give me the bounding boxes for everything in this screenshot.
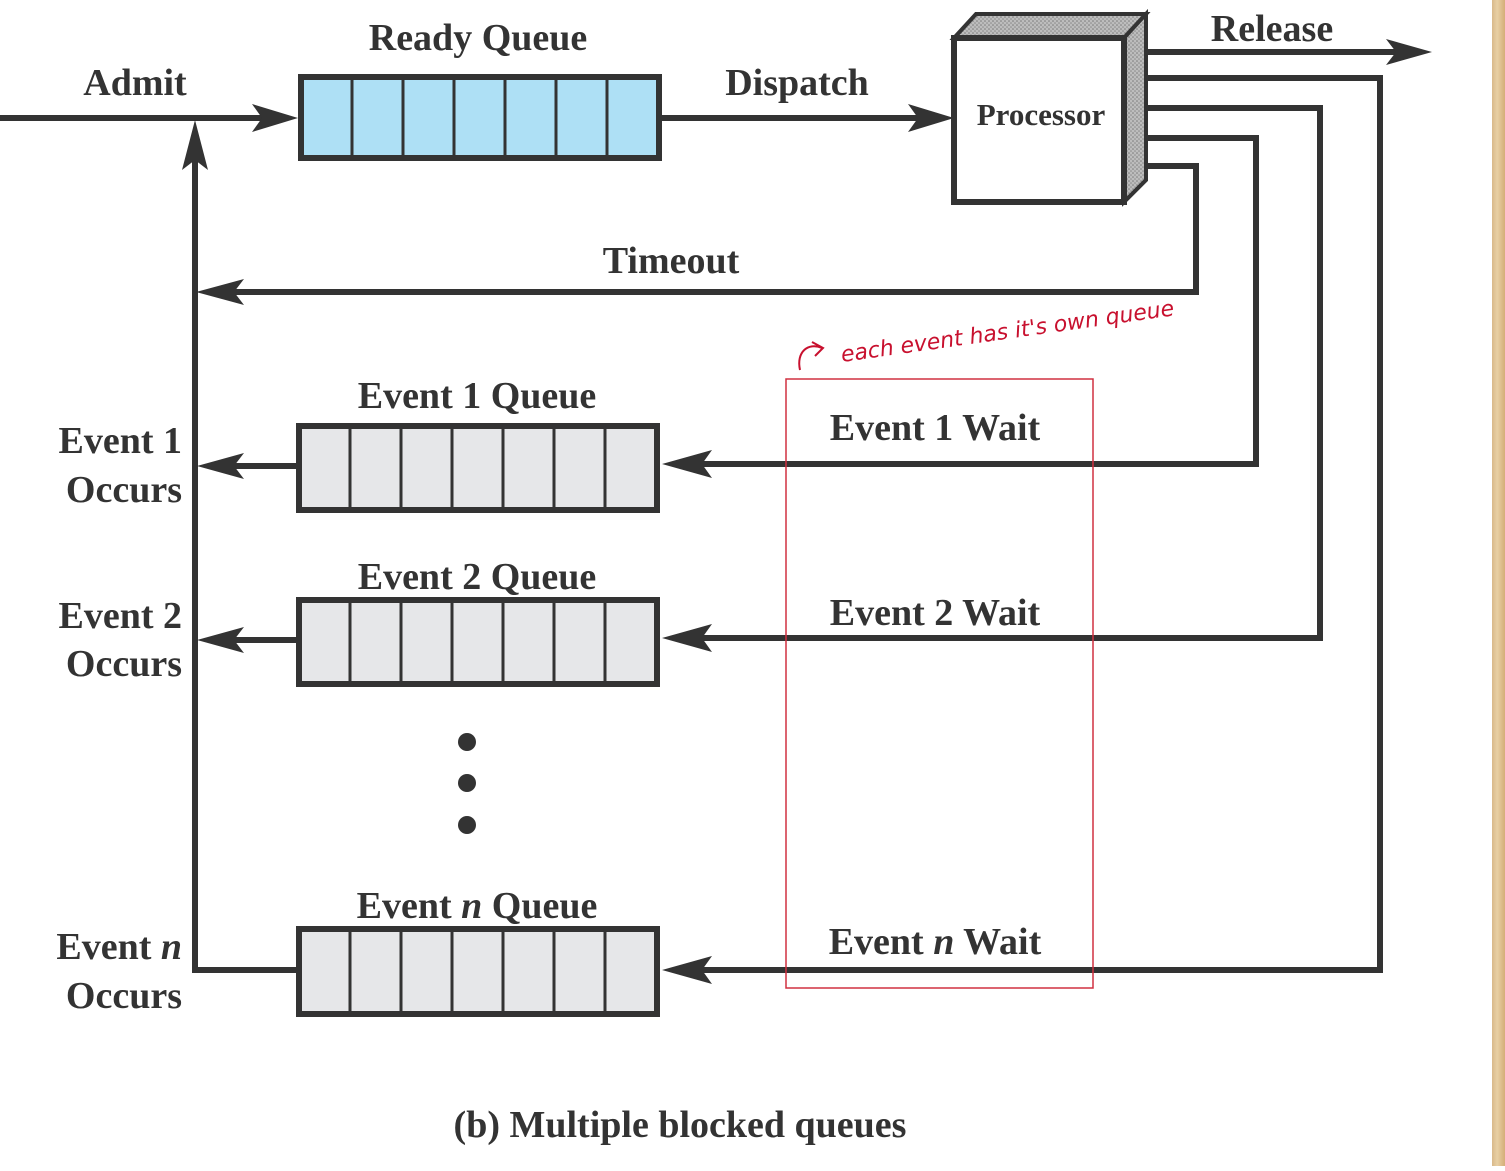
- admit-arrow: [0, 104, 298, 132]
- event-2-queue: [197, 597, 660, 687]
- event-2-occurs-label: Event 2: [59, 595, 183, 637]
- release-arrow: [1146, 39, 1432, 65]
- timeout-label: Timeout: [603, 240, 740, 282]
- event-2-wait-label: Event 2 Wait: [830, 592, 1041, 634]
- parchment-edge: [1492, 0, 1505, 1166]
- processor-box: [949, 8, 1151, 207]
- processor-label: Processor: [977, 97, 1106, 132]
- ellipsis-dots: [458, 733, 476, 834]
- timeout-line: [196, 163, 1199, 305]
- release-label: Release: [1211, 8, 1333, 50]
- dispatch-label: Dispatch: [725, 62, 869, 104]
- event-n-queue: [296, 926, 660, 1017]
- ready-queue-label: Ready Queue: [369, 17, 588, 59]
- event-2-occurs-label-line2: Occurs: [66, 643, 182, 685]
- annotation-note: each event has it's own queue: [839, 296, 1175, 368]
- event-n-queue-label: Event n Queue: [357, 885, 598, 927]
- event-1-occurs-label: Event 1: [59, 420, 183, 462]
- admit-label: Admit: [83, 62, 187, 104]
- return-line: [182, 120, 297, 973]
- event-1-occurs-label-line2: Occurs: [66, 469, 182, 511]
- event-1-queue: [197, 423, 660, 513]
- annotation-box: [785, 378, 1094, 989]
- annotation-arrow-icon: [798, 341, 825, 371]
- event-1-wait-label: Event 1 Wait: [830, 407, 1041, 449]
- event-n-occurs-label-line2: Occurs: [66, 975, 182, 1017]
- event-n-occurs-label: Event n: [56, 926, 182, 968]
- dispatch-arrow: [659, 104, 954, 132]
- event-n-wait-line: [662, 75, 1383, 984]
- event-n-wait-label: Event n Wait: [829, 921, 1042, 963]
- ready-queue: [298, 74, 662, 161]
- event-2-queue-label: Event 2 Queue: [358, 556, 597, 598]
- event-1-wait-line: [662, 135, 1259, 478]
- event-2-wait-line: [662, 105, 1323, 652]
- caption: (b) Multiple blocked queues: [454, 1104, 907, 1146]
- event-1-queue-label: Event 1 Queue: [358, 375, 597, 417]
